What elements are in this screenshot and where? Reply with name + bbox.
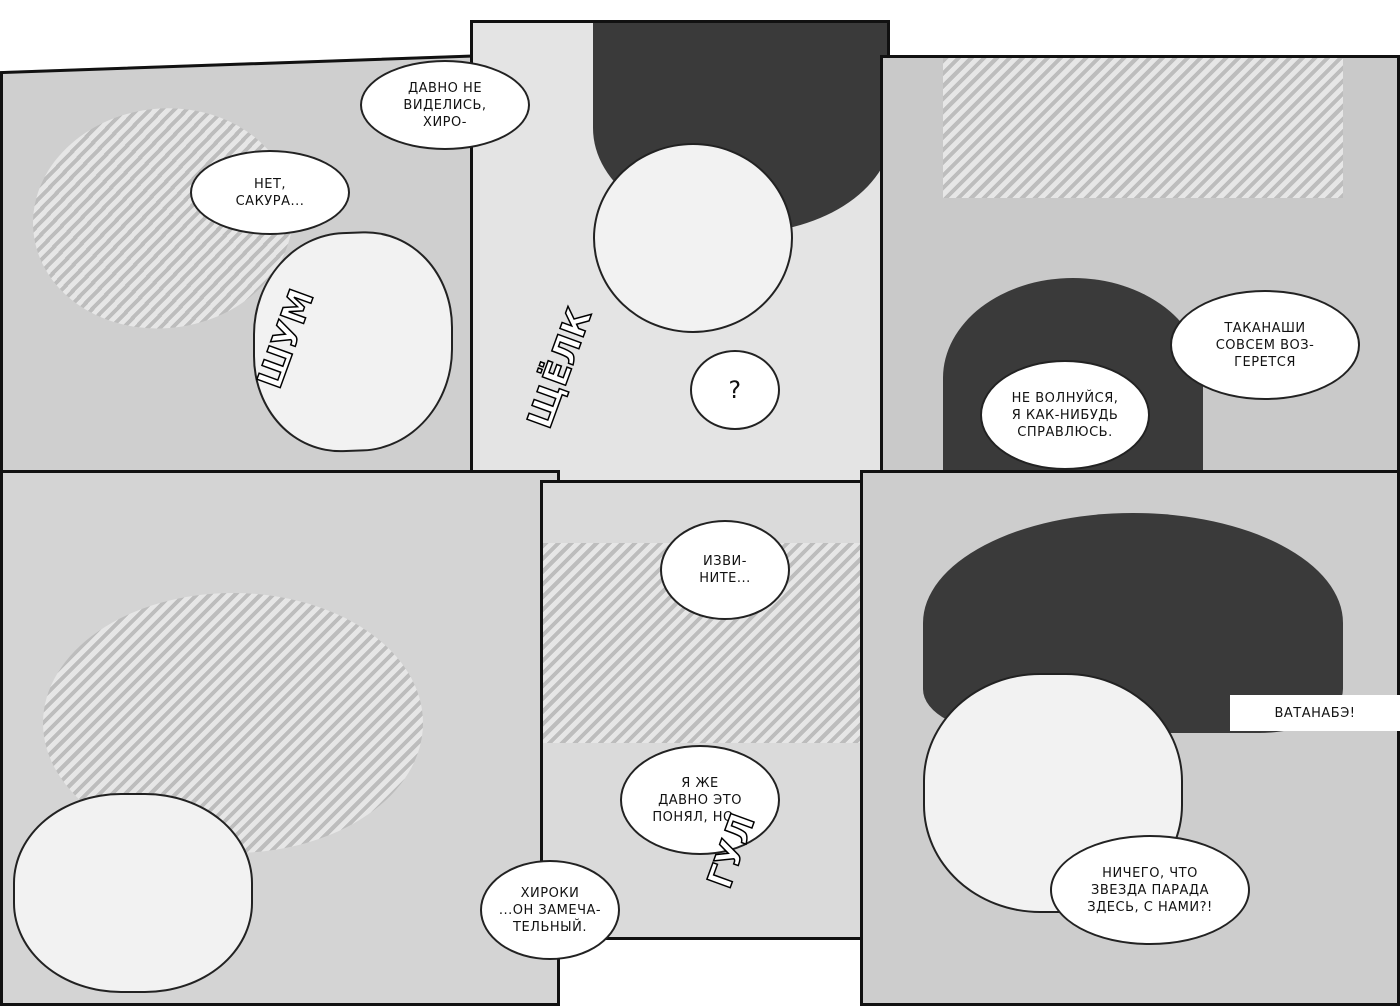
speech-box-7: ВАТАНАБЭ! [1230,695,1400,731]
speech-bubble-9: НИЧЕГО, ЧТО ЗВЕЗДА ПАРАДА ЗДЕСЬ, С НАМИ?… [1050,835,1250,945]
character-face-lower [13,793,253,993]
character-face-smile [593,143,793,333]
speech-text-9: НИЧЕГО, ЧТО ЗВЕЗДА ПАРАДА ЗДЕСЬ, С НАМИ?… [1087,865,1213,915]
speech-text-1: ДАВНО НЕ ВИДЕЛИСЬ, ХИРО- [403,80,487,130]
speech-bubble-1: ДАВНО НЕ ВИДЕЛИСЬ, ХИРО- [360,60,530,150]
background-building [943,58,1343,198]
speech-text-3: ? [728,375,742,404]
speech-bubble-6: ИЗВИ- НИТЕ... [660,520,790,620]
speech-text-8: Я ЖЕ ДАВНО ЭТО ПОНЯЛ, НО... [652,775,748,825]
speech-text-7: ВАТАНАБЭ! [1274,705,1356,721]
speech-text-10: ХИРОКИ ...ОН ЗАМЕЧА- ТЕЛЬНЫЙ. [498,885,602,935]
speech-text-6: ИЗВИ- НИТЕ... [699,554,751,586]
speech-bubble-8: Я ЖЕ ДАВНО ЭТО ПОНЯЛ, НО... [620,745,780,855]
speech-bubble-3: ? [690,350,780,430]
speech-bubble-4: ТАКАНАШИ СОВСЕМ ВОЗ- ГЕРЕТСЯ [1170,290,1360,400]
panel-top-center [470,20,890,490]
speech-text-4: ТАКАНАШИ СОВСЕМ ВОЗ- ГЕРЕТСЯ [1215,320,1315,370]
panel-bottom-left [0,470,560,1006]
speech-bubble-10: ХИРОКИ ...ОН ЗАМЕЧА- ТЕЛЬНЫЙ. [480,860,620,960]
speech-bubble-2: НЕТ, САКУРА... [190,150,350,235]
speech-bubble-5: НЕ ВОЛНУЙСЯ, Я КАК-НИБУДЬ СПРАВЛЮСЬ. [980,360,1150,470]
panel-bottom-right [860,470,1400,1006]
speech-text-2: НЕТ, САКУРА... [235,176,305,209]
speech-text-5: НЕ ВОЛНУЙСЯ, Я КАК-НИБУДЬ СПРАВЛЮСЬ. [1011,390,1119,440]
